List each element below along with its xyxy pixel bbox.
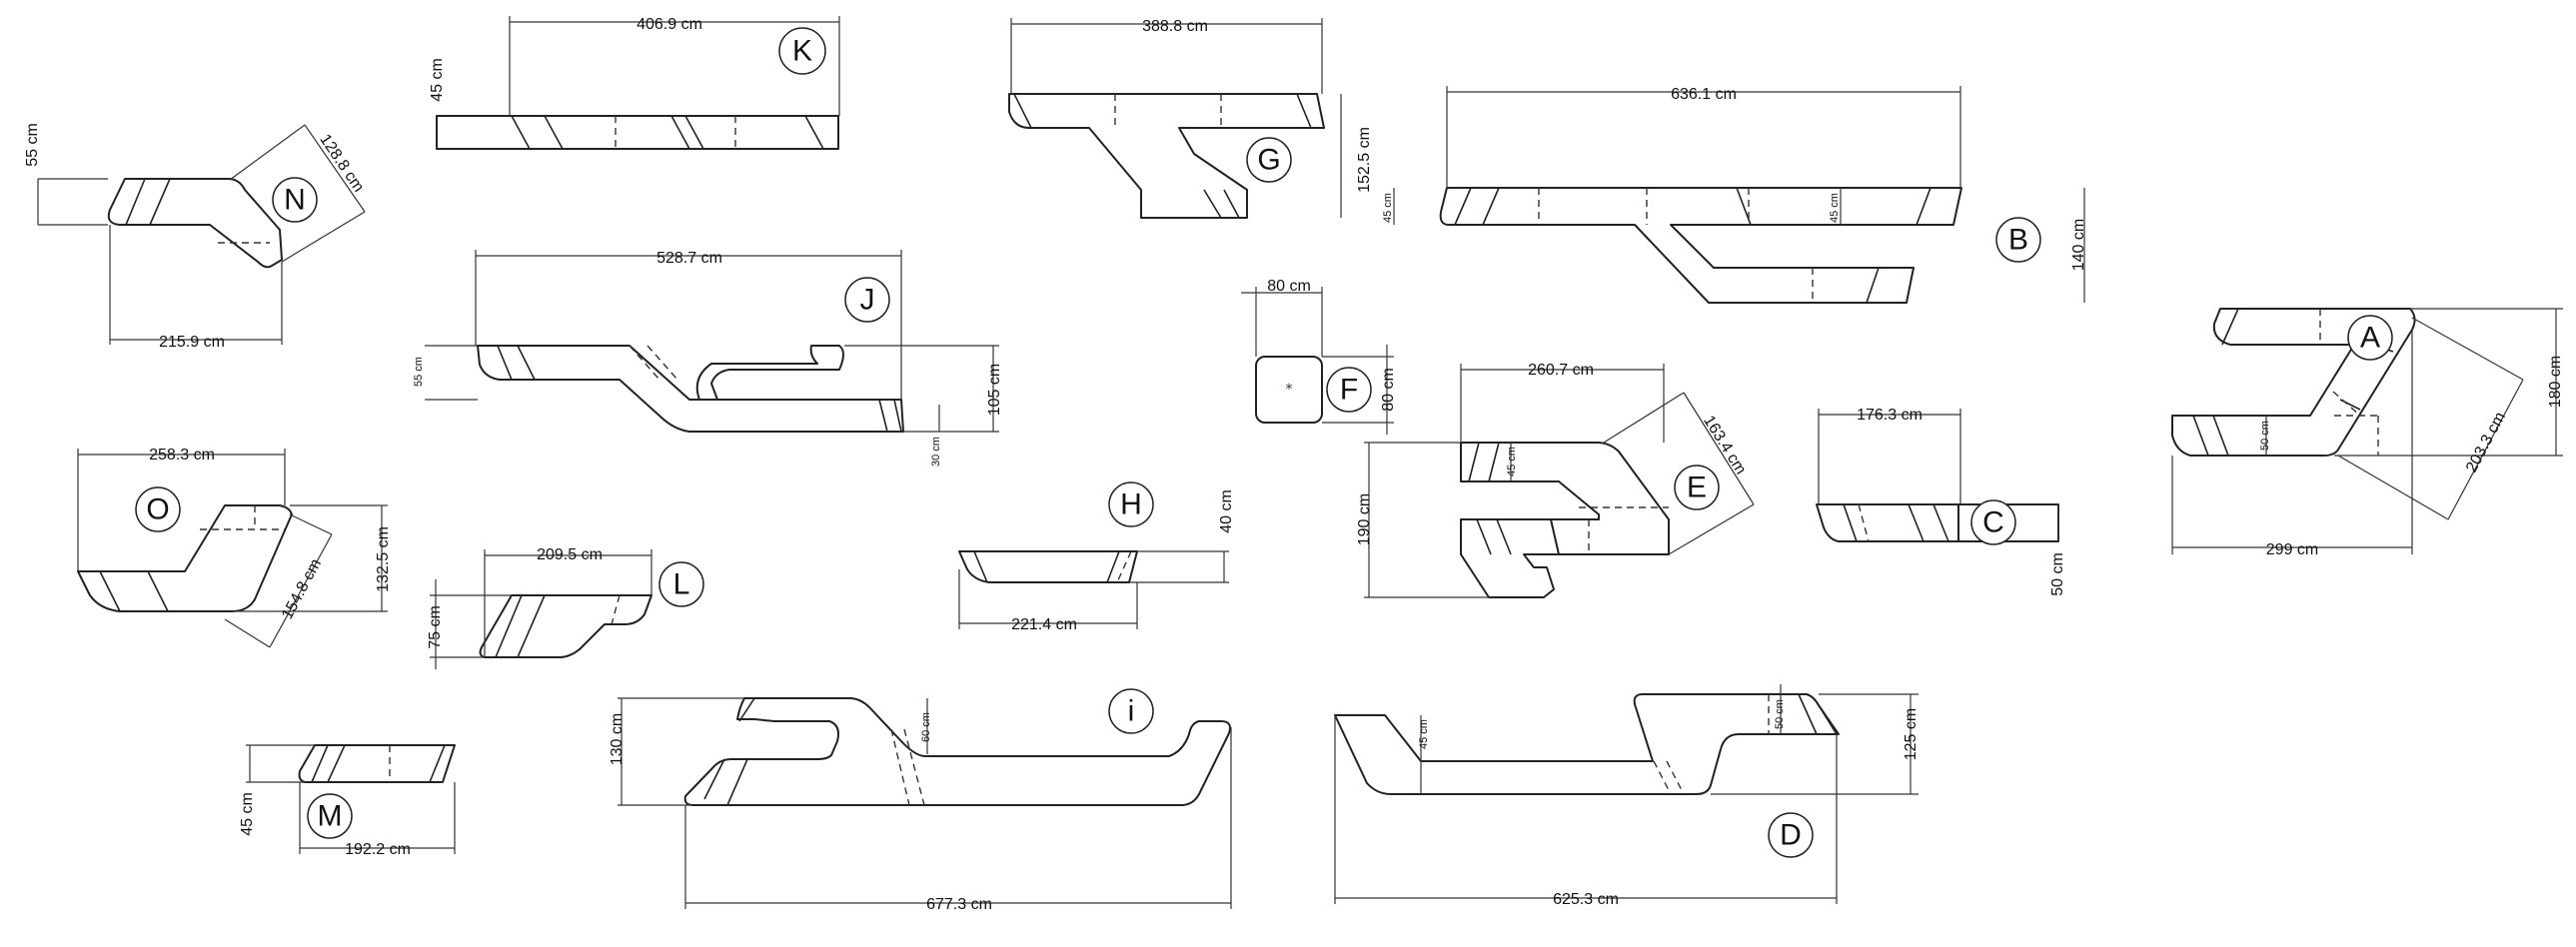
module-e-seat: 45 cm bbox=[1506, 447, 1518, 476]
module-k-body bbox=[436, 115, 839, 150]
module-d-seat-left: 45 cm bbox=[1418, 719, 1430, 749]
module-o-height: 132.5 cm bbox=[375, 526, 392, 592]
module-f-height: 80 cm bbox=[1380, 368, 1397, 412]
module-o: 258.3 cm 132.5 cm 154.8 cm O bbox=[77, 447, 392, 648]
module-l-body bbox=[479, 594, 652, 658]
module-i-height: 130 cm bbox=[609, 713, 626, 765]
module-e: 260.7 cm 163.4 cm 45 cm 190 cm E bbox=[1356, 362, 1755, 598]
module-o-width: 258.3 cm bbox=[149, 447, 215, 464]
module-o-body bbox=[77, 504, 293, 612]
module-a-diag: 203.3 cm bbox=[2463, 410, 2509, 475]
module-e-height: 190 cm bbox=[1356, 493, 1373, 545]
module-f-label: F bbox=[1340, 374, 1358, 407]
module-m-width: 192.2 cm bbox=[345, 841, 411, 858]
module-g-height: 152.5 cm bbox=[1356, 127, 1373, 193]
module-n-diag: 128.8 cm bbox=[316, 131, 367, 195]
module-n-label: N bbox=[284, 184, 306, 217]
module-a-label: A bbox=[2360, 322, 2380, 355]
module-g-width: 388.8 cm bbox=[1142, 18, 1208, 35]
module-e-label: E bbox=[1687, 472, 1707, 504]
module-a-width: 299 cm bbox=[2266, 541, 2318, 558]
module-b-seat-left: 45 cm bbox=[1382, 193, 1394, 223]
module-c-label: C bbox=[1982, 506, 2004, 539]
module-i: 130 cm 60 cm 677.3 cm i bbox=[609, 688, 1232, 913]
module-m-label: M bbox=[318, 800, 343, 833]
module-h-label: H bbox=[1120, 488, 1142, 521]
module-d-seat-right: 50 cm bbox=[1774, 699, 1786, 729]
module-b-seat-mid: 45 cm bbox=[1829, 193, 1841, 223]
module-h: 40 cm 221.4 cm H bbox=[958, 481, 1235, 633]
module-b-width: 636.1 cm bbox=[1671, 86, 1737, 103]
module-j-label: J bbox=[860, 284, 875, 317]
module-a-height: 180 cm bbox=[2547, 356, 2564, 408]
module-c: 176.3 cm 50 cm C bbox=[1816, 407, 2066, 596]
module-k-width: 406.9 cm bbox=[637, 16, 702, 33]
module-h-body bbox=[958, 550, 1138, 583]
module-g-label: G bbox=[1257, 144, 1280, 177]
module-m: 45 cm 192.2 cm M bbox=[239, 744, 456, 858]
module-i-body bbox=[683, 697, 1231, 806]
module-b-label: B bbox=[2008, 224, 2028, 257]
module-f-mark: * bbox=[1286, 382, 1293, 398]
module-f-width: 80 cm bbox=[1267, 278, 1311, 295]
module-l-width: 209.5 cm bbox=[537, 546, 603, 563]
module-j-upper bbox=[695, 345, 844, 401]
module-l: 209.5 cm 75 cm L bbox=[427, 546, 704, 669]
module-e-width: 260.7 cm bbox=[1528, 362, 1594, 379]
module-k: 406.9 cm 45 cm K bbox=[429, 16, 840, 150]
module-a-seat: 50 cm bbox=[2259, 421, 2271, 451]
module-a: 180 cm 203.3 cm 50 cm 299 cm A bbox=[2171, 308, 2564, 558]
module-d-body bbox=[1334, 693, 1840, 795]
module-n-width: 215.9 cm bbox=[159, 334, 225, 351]
module-b-height: 140 cm bbox=[2070, 219, 2087, 271]
module-n: 55 cm 128.8 cm 215.9 cm N bbox=[24, 123, 367, 351]
module-f: * 80 cm 80 cm F bbox=[1241, 278, 1397, 435]
module-d-height: 125 cm bbox=[1903, 708, 1920, 760]
module-j: 528.7 cm 55 cm 105 cm 30 cm J bbox=[413, 250, 1003, 467]
module-i-width: 677.3 cm bbox=[926, 896, 992, 913]
module-o-diag: 154.8 cm bbox=[279, 556, 325, 622]
module-j-lower bbox=[477, 345, 904, 433]
module-g-body bbox=[1008, 93, 1325, 219]
module-n-height: 55 cm bbox=[24, 123, 41, 167]
module-b: 636.1 cm 45 cm 45 cm 140 cm B bbox=[1382, 86, 2087, 304]
module-o-label: O bbox=[146, 493, 169, 526]
module-h-height: 40 cm bbox=[1218, 489, 1235, 533]
module-d: 45 cm 50 cm 125 cm 625.3 cm D bbox=[1334, 684, 1920, 908]
module-e-lower bbox=[1460, 518, 1560, 598]
module-h-width: 221.4 cm bbox=[1011, 616, 1077, 633]
module-m-height: 45 cm bbox=[239, 792, 256, 836]
module-f-body bbox=[1255, 356, 1323, 424]
module-n-body bbox=[107, 178, 283, 269]
module-k-label: K bbox=[792, 35, 812, 68]
module-i-label: i bbox=[1128, 695, 1135, 728]
module-j-foot: 30 cm bbox=[930, 437, 942, 467]
module-m-body bbox=[298, 744, 456, 783]
module-j-seat: 55 cm bbox=[413, 357, 425, 387]
module-d-width: 625.3 cm bbox=[1553, 891, 1619, 908]
module-l-label: L bbox=[673, 568, 690, 601]
module-l-height: 75 cm bbox=[427, 605, 444, 649]
module-k-height: 45 cm bbox=[429, 58, 446, 102]
module-c-body bbox=[1816, 503, 1959, 542]
module-c-height: 50 cm bbox=[2049, 552, 2066, 596]
module-j-height: 105 cm bbox=[986, 364, 1003, 416]
module-j-width: 528.7 cm bbox=[656, 250, 722, 267]
module-i-seat: 60 cm bbox=[920, 712, 932, 742]
module-d-label: D bbox=[1780, 819, 1802, 852]
module-g: 388.8 cm 152.5 cm G bbox=[1008, 18, 1373, 219]
module-b-body bbox=[1439, 187, 1962, 304]
module-c-width: 176.3 cm bbox=[1857, 407, 1923, 424]
